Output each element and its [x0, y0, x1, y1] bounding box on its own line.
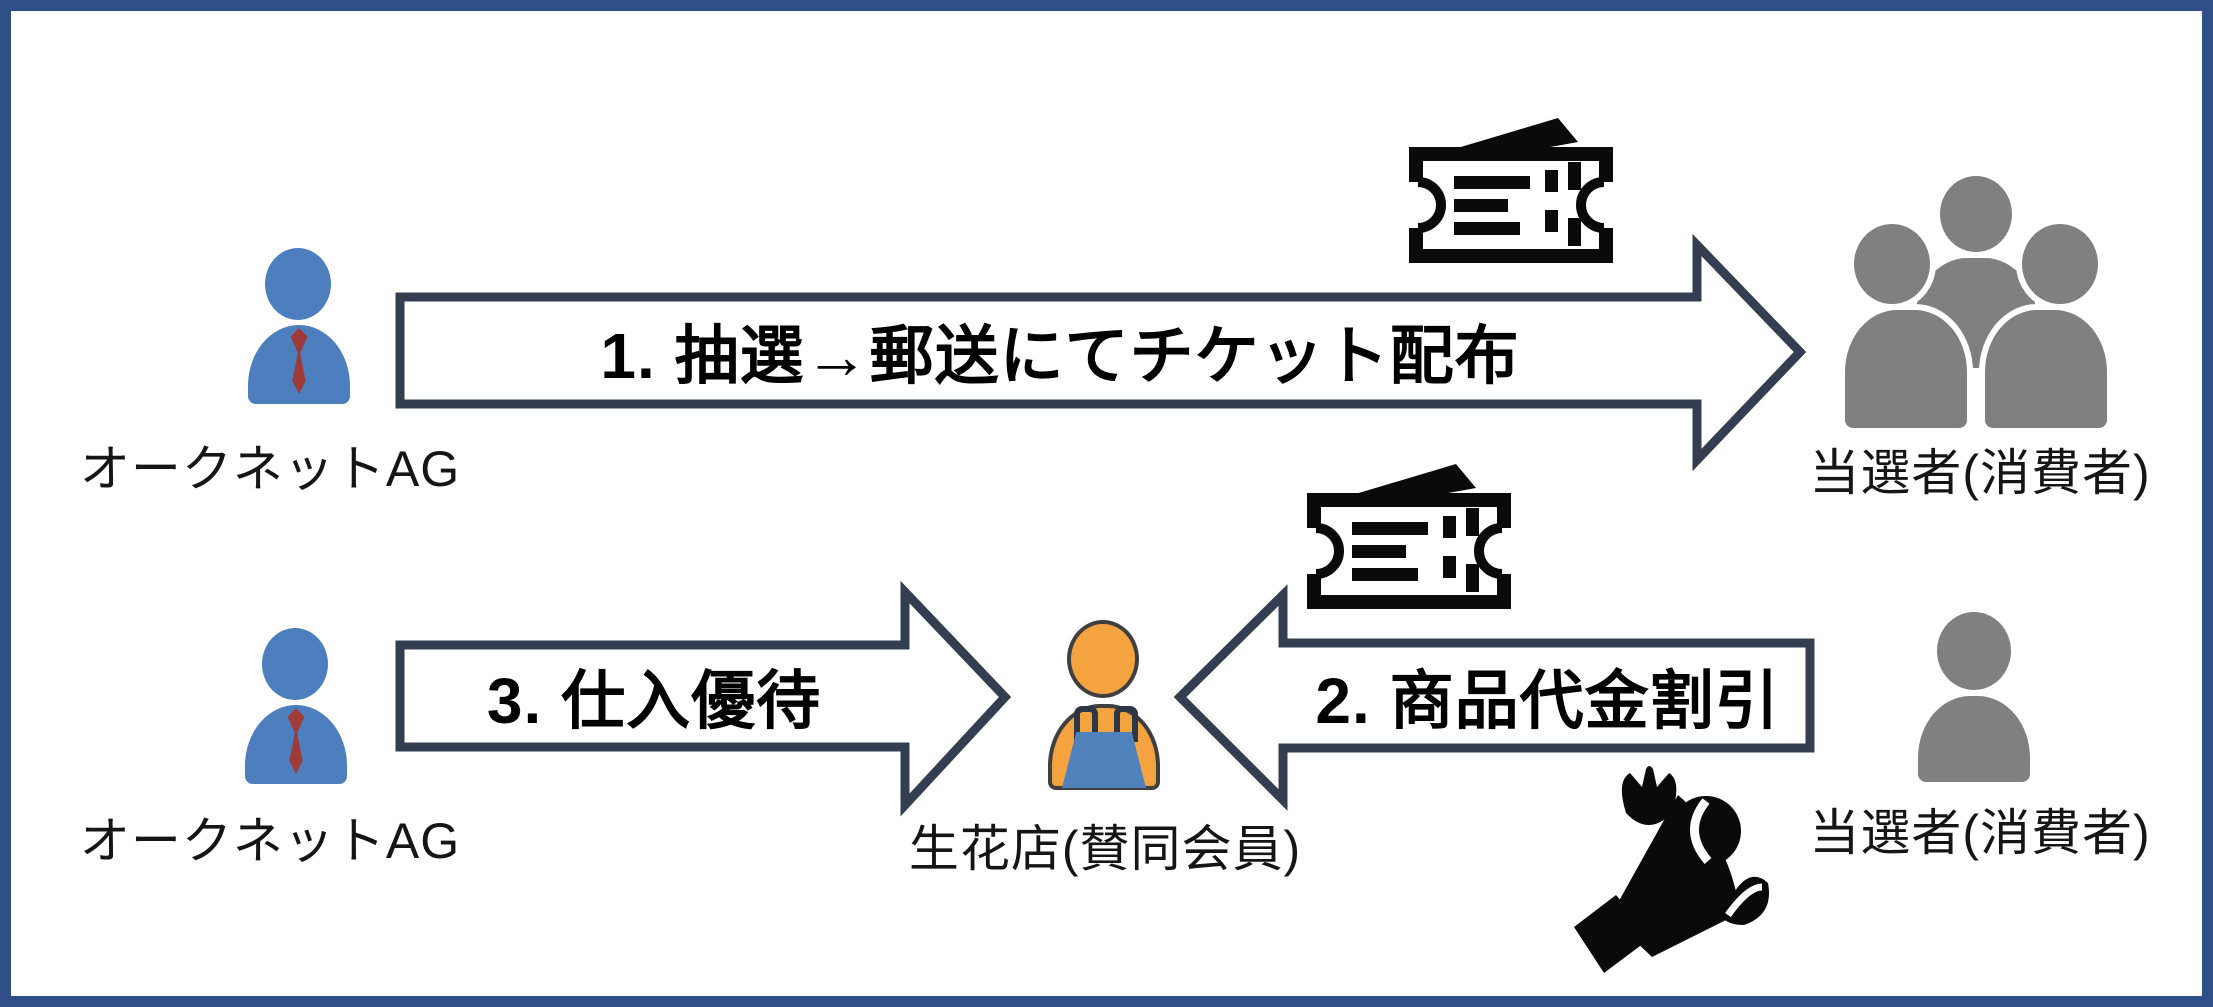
- apron-strap: [1074, 706, 1098, 742]
- person-icon: [1918, 612, 2030, 782]
- person-torso: [1918, 696, 2030, 782]
- person-head: [1937, 612, 2011, 690]
- person-head: [1067, 620, 1139, 698]
- label-aucnet-top: オークネットAG: [79, 441, 461, 497]
- ticket-icon: [1306, 464, 1512, 609]
- label-florist: 生花店(賛同会員): [908, 821, 1302, 877]
- businessperson-icon: [245, 628, 347, 784]
- person-head: [1940, 176, 2012, 252]
- label-aucnet-bottom: オークネットAG: [79, 813, 461, 869]
- label-winners-group: 当選者(消費者): [1809, 445, 2151, 501]
- arrow-1-label: 1. 抽選→郵送にてチケット配布: [600, 320, 1520, 392]
- person-torso: [1985, 310, 2107, 428]
- people-group-icon: [1845, 172, 2107, 428]
- person-head: [2022, 224, 2098, 304]
- apron-shape: [1062, 732, 1146, 788]
- ticket-icon: [1408, 118, 1614, 263]
- arrow-1-shape: [395, 233, 1807, 472]
- businessperson-icon: [248, 248, 350, 404]
- person-head: [1854, 224, 1930, 304]
- bouquet-icon: [1574, 766, 1769, 973]
- arrow-3-label: 3. 仕入優待: [486, 665, 822, 737]
- florist-icon: [1048, 620, 1160, 790]
- label-winner-single: 当選者(消費者): [1809, 805, 2151, 861]
- tie-shape: [290, 328, 308, 394]
- person-head: [265, 248, 331, 320]
- tie-shape: [287, 708, 305, 774]
- arrow-2-label: 2. 商品代金割引: [1315, 665, 1780, 737]
- arrow-2-shape: [1173, 584, 1815, 811]
- apron-strap: [1114, 706, 1138, 742]
- arrow-3-shape: [395, 580, 1012, 817]
- person-torso: [1845, 310, 1967, 428]
- person-head: [262, 628, 328, 700]
